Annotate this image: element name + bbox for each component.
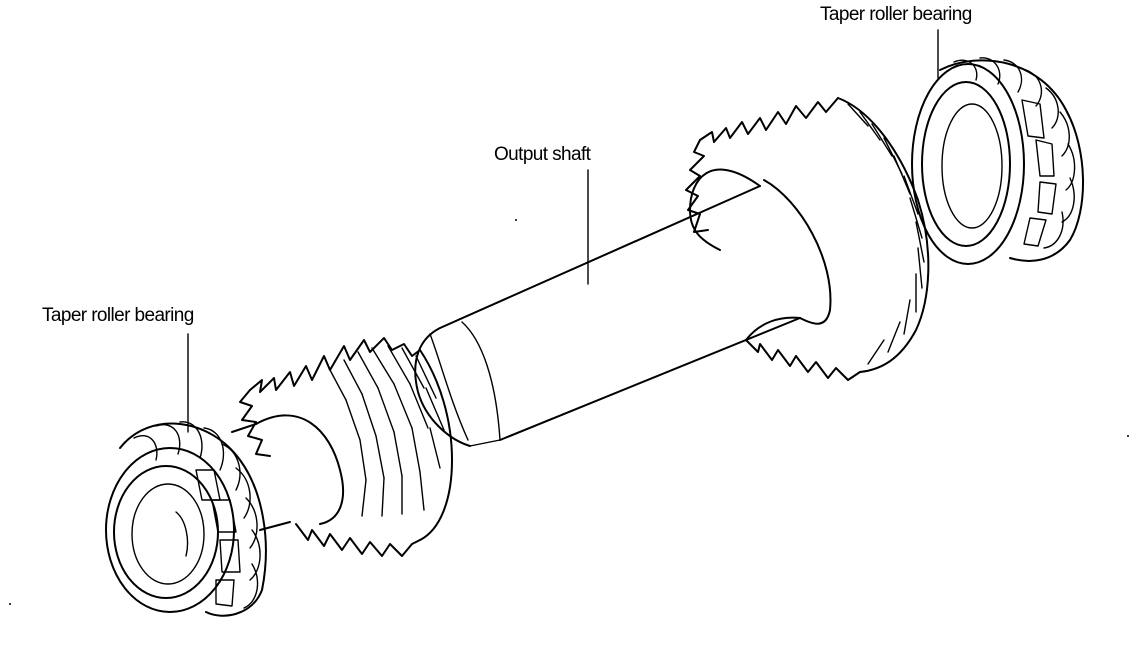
leader-lines [187,29,939,433]
top-bearing-label: Taper roller bearing [820,4,972,25]
left-taper-roller-bearing [105,421,267,617]
small-helical-gear [231,337,453,557]
left-bearing-label: Taper roller bearing [42,305,194,326]
output-shaft-label: Output shaft [494,144,591,165]
scan-specks [9,219,1129,605]
right-taper-roller-bearing [911,57,1084,265]
large-helical-gear [685,97,930,381]
output-shaft [414,185,801,447]
